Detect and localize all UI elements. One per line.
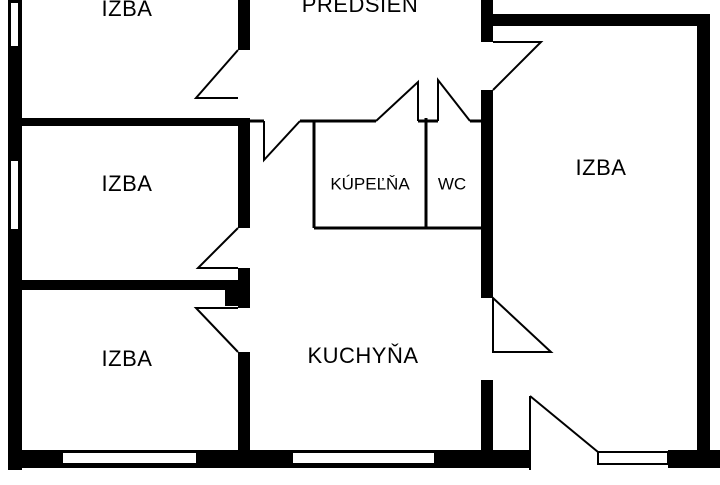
window-left-top: [9, 1, 20, 48]
wall-left-partition-mid: [238, 118, 250, 228]
walls: [8, 0, 720, 470]
door-hallway-top-right: [492, 41, 544, 91]
room-label-bathroom: KÚPEĽŇA: [330, 174, 410, 193]
wall-bottom-right-stub: [668, 450, 720, 468]
door-mid-left-room: [195, 227, 239, 269]
doors: [193, 41, 599, 470]
window-bottom-left: [61, 451, 198, 465]
door-balcony: [529, 395, 599, 470]
wall-right-partition-mid: [481, 90, 493, 298]
wall-left-exterior: [8, 0, 22, 470]
room-label-kitchen: KUCHYŇA: [307, 343, 418, 368]
wall-h-lower-left-stub: [225, 286, 250, 306]
room-label-right: IZBA: [576, 155, 627, 180]
wall-h-upper-left: [8, 118, 250, 126]
wall-right-exterior: [697, 14, 710, 464]
door-bathroom: [375, 79, 419, 122]
wall-left-partition-upper: [238, 0, 250, 50]
door-right-room: [492, 295, 554, 353]
wall-top-stub: [481, 0, 493, 14]
door-hallway-top-left: [193, 49, 239, 99]
room-labels: IZBA PREDSIEŇ IZBA KÚPEĽŇA WC IZBA IZBA …: [102, 0, 627, 371]
door-bottom-left-room: [193, 307, 239, 353]
room-label-mid-left: IZBA: [102, 171, 153, 196]
window-bottom-right: [597, 451, 669, 465]
wall-top-right-room: [481, 14, 710, 26]
room-label-top-left: IZBA: [102, 0, 153, 21]
windows: [9, 1, 669, 465]
room-label-bottom-left: IZBA: [102, 346, 153, 371]
wall-left-partition-bottom: [238, 352, 250, 452]
window-bottom-kitchen: [291, 451, 436, 465]
room-label-wc: WC: [438, 174, 466, 193]
wall-h-lower-left: [8, 280, 250, 290]
room-label-hallway: PREDSIEŇ: [302, 0, 418, 17]
wall-right-partition-bottom: [481, 380, 493, 468]
door-hallway-mid-left: [263, 120, 301, 163]
door-wc: [437, 77, 471, 122]
window-left-mid: [9, 159, 20, 231]
thin-partitions: [250, 118, 483, 230]
